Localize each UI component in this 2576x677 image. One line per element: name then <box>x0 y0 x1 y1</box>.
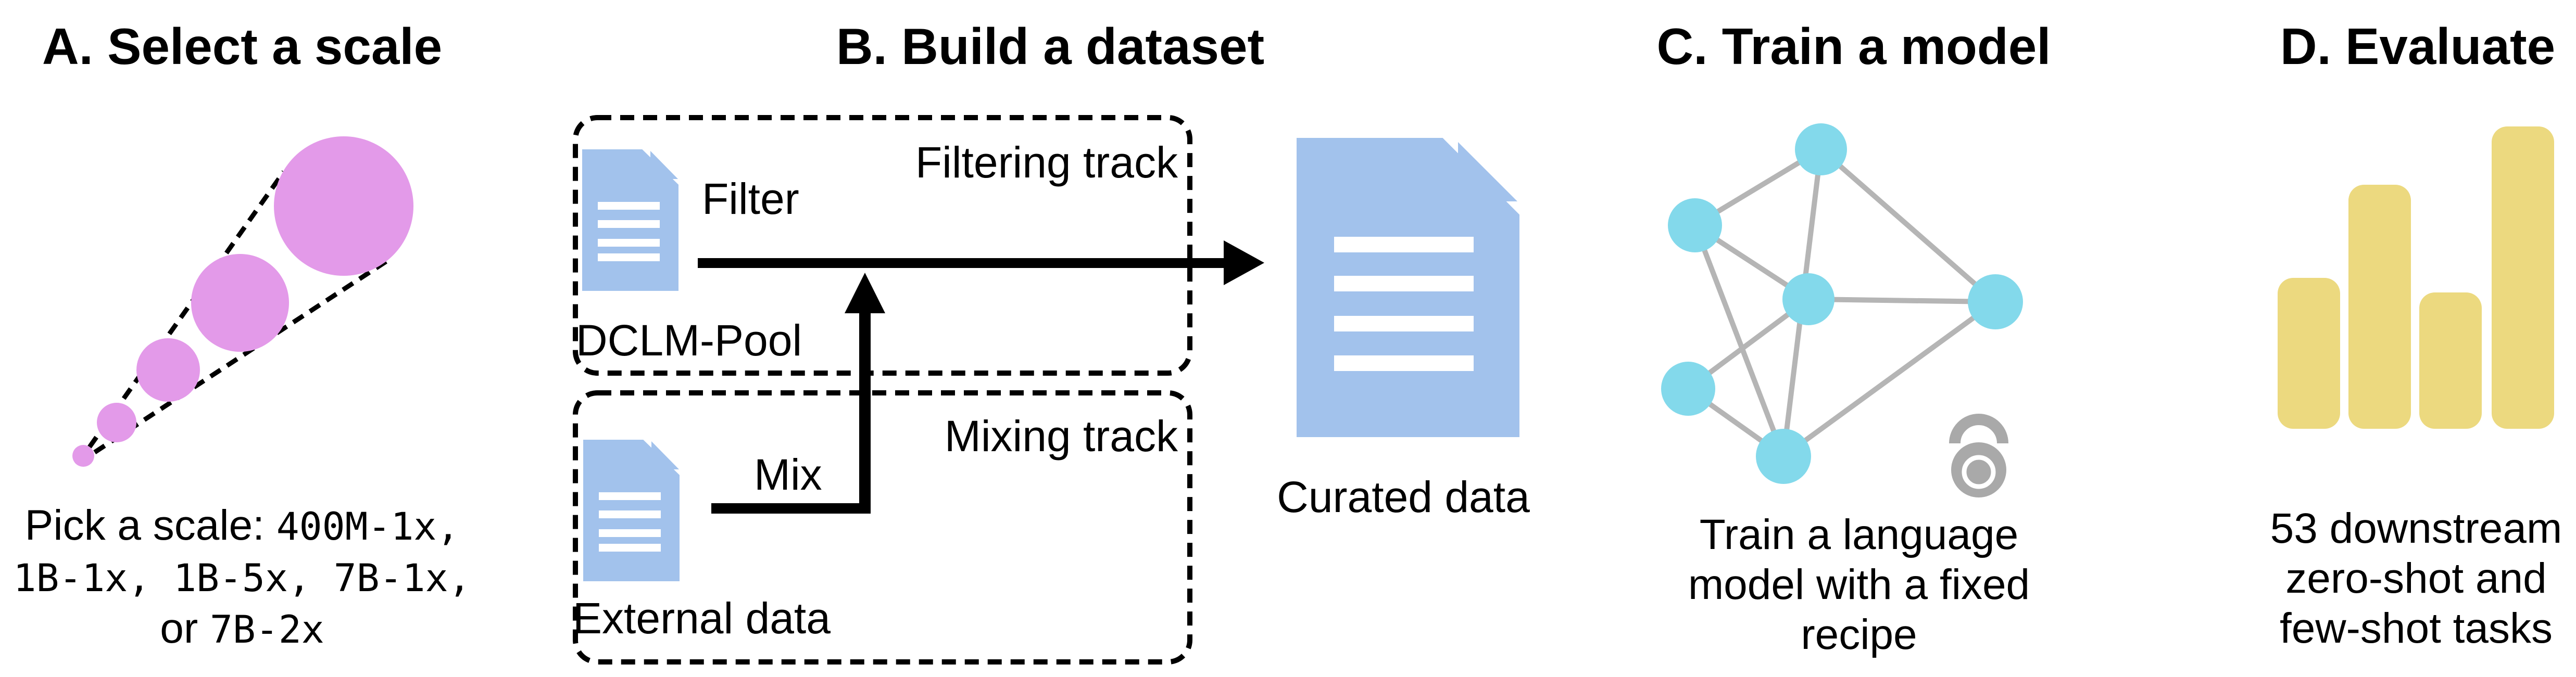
bar <box>2492 126 2554 429</box>
arrow-right-icon <box>698 240 1264 285</box>
external-data-label: External data <box>573 594 831 643</box>
lock-icon <box>1949 414 2008 497</box>
curated-data-label: Curated data <box>1277 472 1530 521</box>
panel-d-title: D. Evaluate <box>2280 18 2556 75</box>
neural-network-icon <box>1661 123 2023 484</box>
scale-code: 7B-2x <box>209 608 324 652</box>
panel-b-title: B. Build a dataset <box>836 18 1265 75</box>
scale-cone-icon <box>72 136 413 467</box>
document-icon-external-data <box>583 436 685 581</box>
dclm-pool-label: DCLM-Pool <box>576 316 802 365</box>
network-node <box>1795 123 1847 175</box>
filtering-track-label: Filtering track <box>915 138 1178 187</box>
panel-c-caption-line-2: model with a fixed <box>1688 561 2030 608</box>
panel-a-caption: Pick a scale: 400M-1x, 1B-1x, 1B-5x, 7B-… <box>14 501 471 655</box>
scale-dot-7b1x <box>191 254 289 352</box>
network-node <box>1668 198 1722 252</box>
network-node <box>1968 274 2023 329</box>
scale-dot-1b5x <box>136 338 200 402</box>
panel-a-caption-line-1: Pick a scale: 400M-1x, <box>24 502 460 549</box>
mixing-track-label: Mixing track <box>944 412 1178 461</box>
panel-c-caption-line-1: Train a language <box>1699 511 2019 558</box>
scale-dot-400m <box>72 445 94 467</box>
mixing-track-box <box>573 390 1192 665</box>
panel-d-caption-line-3: few-shot tasks <box>2279 605 2553 652</box>
network-node <box>1756 429 1811 484</box>
bar <box>2348 185 2411 429</box>
panel-d-caption-line-2: zero-shot and <box>2285 555 2547 602</box>
panel-d-caption: 53 downstream zero-shot and few-shot tas… <box>2270 504 2562 654</box>
filtering-track-box <box>573 115 1192 376</box>
panel-c-caption: Train a language model with a fixed reci… <box>1688 510 2030 660</box>
network-node <box>1782 273 1834 325</box>
network-node <box>1661 362 1715 416</box>
panel-a-caption-line-2: 1B-1x, 1B-5x, 7B-1x, <box>14 552 471 604</box>
scale-dot-1b1x <box>97 403 136 442</box>
panel-c-title: C. Train a model <box>1656 18 2051 75</box>
panel-a-caption-line-3: or 7B-2x <box>160 605 324 652</box>
document-icon-dclm-pool <box>582 145 684 291</box>
scale-code: 400M-1x, <box>276 505 460 549</box>
bar <box>2278 278 2340 429</box>
elbow-arrow-up-icon <box>711 273 885 514</box>
filter-label: Filter <box>702 174 799 223</box>
panel-c-caption-line-3: recipe <box>1801 611 1917 658</box>
document-icon-curated-data <box>1297 123 1534 437</box>
bar <box>2419 292 2482 429</box>
scale-code: 1B-1x, 1B-5x, 7B-1x, <box>13 556 471 601</box>
panel-d-caption-line-1: 53 downstream <box>2270 505 2562 552</box>
bar-chart-icon <box>2278 126 2554 429</box>
panel-a-title: A. Select a scale <box>42 18 443 75</box>
scale-dot-7b2x <box>274 136 413 276</box>
mix-label: Mix <box>754 450 822 499</box>
